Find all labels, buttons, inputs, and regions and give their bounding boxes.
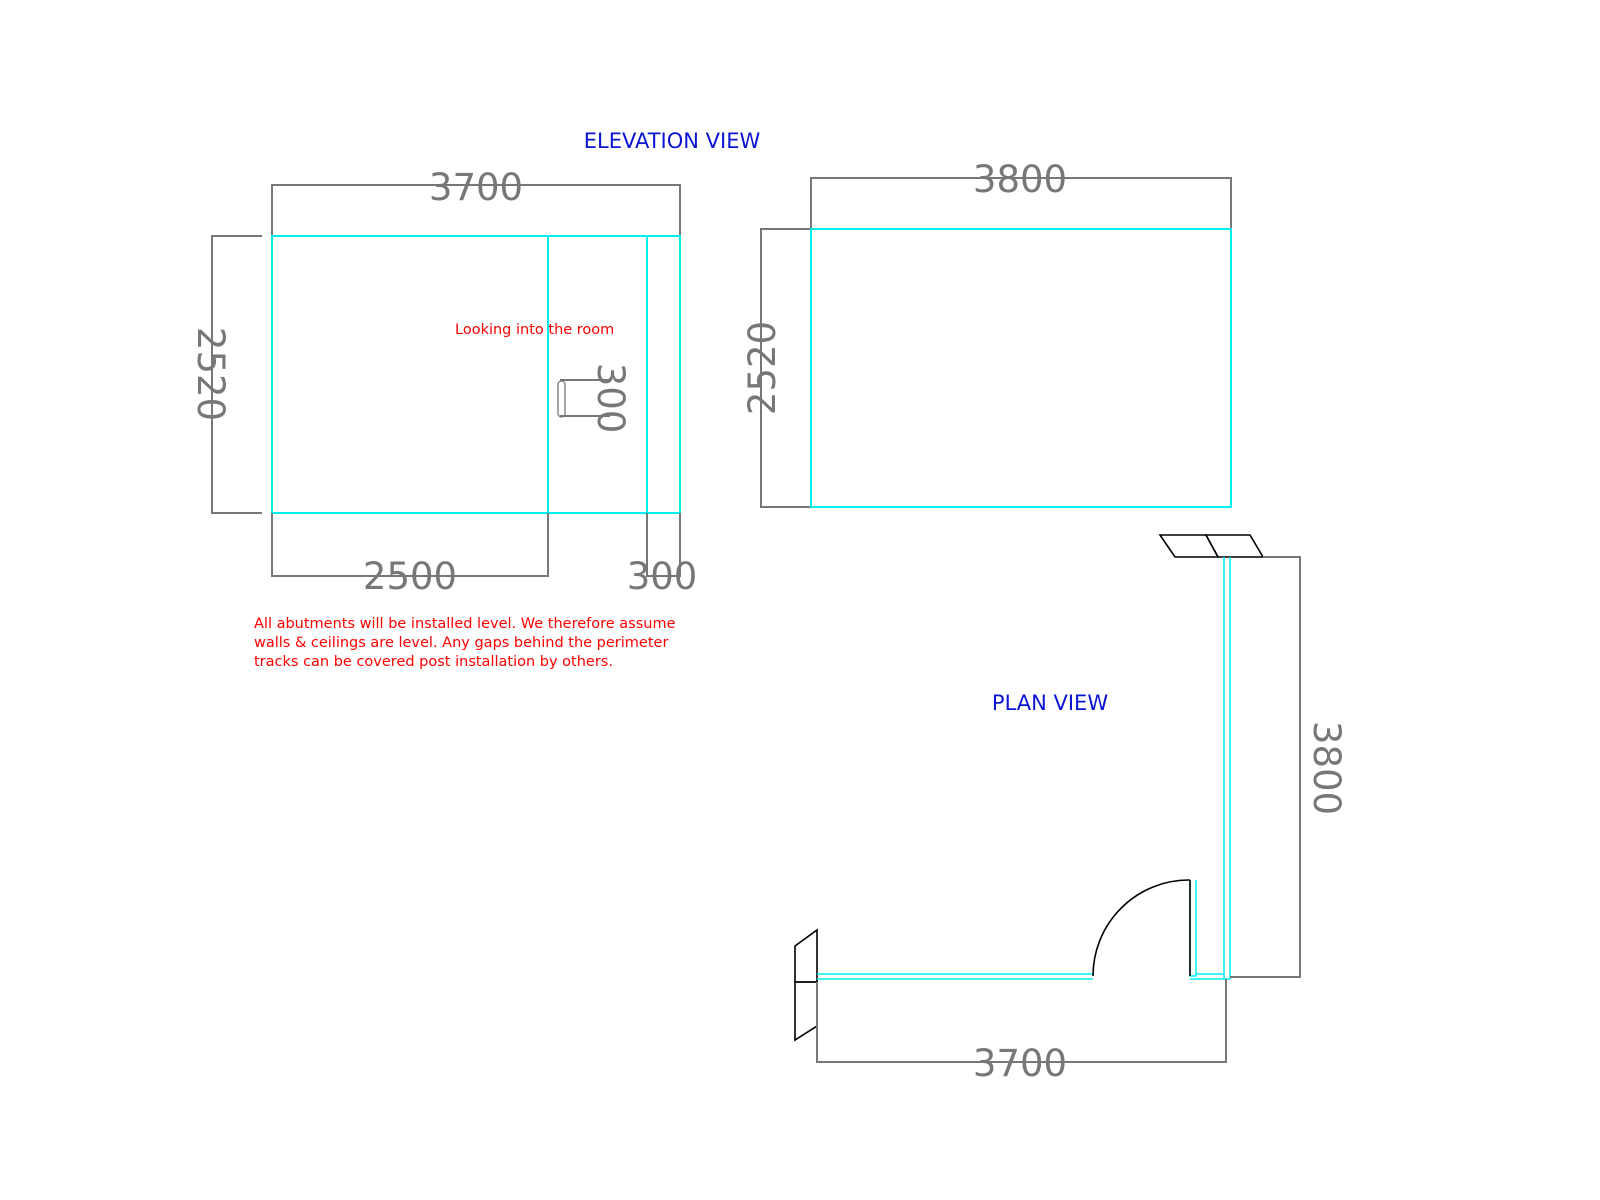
note-line-3: tracks can be covered post installation … (254, 654, 613, 670)
elev-right-width-dim-line (810, 177, 1232, 228)
note-line-1: All abutments will be installed level. W… (254, 616, 676, 632)
installation-note: All abutments will be installed level. W… (254, 616, 676, 670)
elev-left-side-dim-line (646, 513, 681, 577)
plan-width-label: 3700 (973, 1042, 1067, 1085)
plan-view: 3800 3700 (794, 534, 1348, 1085)
plan-view-title: PLAN VIEW (992, 691, 1108, 715)
plan-top-wall-block-left (1158, 534, 1220, 558)
plan-left-wall-block-bottom (794, 981, 818, 1042)
door-handle (557, 380, 566, 418)
elevation-view-title: ELEVATION VIEW (584, 129, 761, 153)
elev-right-width-label: 3800 (973, 158, 1067, 201)
elev-left-width-label: 3700 (429, 166, 523, 209)
note-line-2: walls & ceilings are level. Any gaps beh… (254, 635, 668, 651)
elev-caption: Looking into the room (455, 322, 614, 338)
plan-left-wall-block-top (794, 928, 818, 983)
elev-left-panel-frame (271, 235, 681, 514)
elev-right-height-dim-line (760, 228, 811, 508)
elev-left-height-dim-line (211, 235, 262, 514)
elev-right-height-label: 2520 (741, 321, 784, 415)
elevation-left: 3700 2520 300 Looking into the room 2500… (189, 166, 697, 598)
plan-width-dim-line (816, 979, 1227, 1063)
plan-door-leaf (1189, 880, 1197, 977)
plan-door-swing-arc (1092, 879, 1191, 977)
elev-left-height-label: 2520 (189, 327, 232, 421)
handle-dim-label: 300 (589, 363, 632, 434)
elev-left-door-width-label: 2500 (363, 555, 457, 598)
elev-left-side-panel-label: 300 (627, 555, 698, 598)
elevation-right: 3800 2520 (741, 158, 1232, 508)
elev-right-panel-frame (810, 228, 1232, 508)
plan-depth-label: 3800 (1305, 721, 1348, 815)
elev-left-width-dim-line (271, 184, 681, 236)
plan-depth-dim-line (1230, 556, 1301, 978)
elev-left-door-dim-line (271, 513, 549, 577)
plan-top-wall-block-right (1204, 534, 1265, 558)
